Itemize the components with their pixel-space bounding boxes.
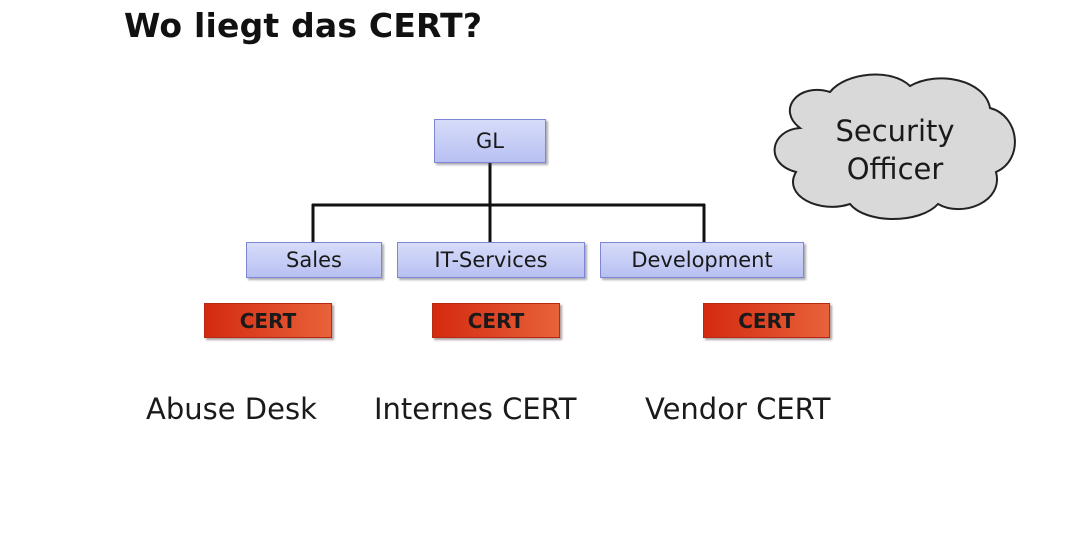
cloud-label-line2: Officer xyxy=(846,152,944,186)
org-box-it-services: IT-Services xyxy=(397,242,585,278)
caption-abuse-desk: Abuse Desk xyxy=(146,392,317,426)
caption-internes-cert: Internes CERT xyxy=(374,392,577,426)
cloud-label: Security Officer xyxy=(800,112,990,188)
slide-title: Wo liegt das CERT? xyxy=(124,6,483,45)
org-box-development: Development xyxy=(600,242,804,278)
org-box-sales-label: Sales xyxy=(286,248,342,272)
org-box-development-label: Development xyxy=(631,248,773,272)
cloud-shape xyxy=(773,73,1016,220)
cert-box-development: CERT xyxy=(703,303,830,338)
caption-vendor-cert: Vendor CERT xyxy=(645,392,831,426)
org-box-sales: Sales xyxy=(246,242,382,278)
org-box-gl-label: GL xyxy=(476,129,504,153)
org-box-it-services-label: IT-Services xyxy=(434,248,548,272)
cert-box-sales: CERT xyxy=(204,303,332,338)
org-box-gl: GL xyxy=(434,119,546,163)
cloud-label-line1: Security xyxy=(835,114,955,148)
cert-box-sales-label: CERT xyxy=(239,308,297,333)
cert-box-it-services: CERT xyxy=(432,303,560,338)
cert-box-development-label: CERT xyxy=(738,308,795,333)
cert-box-it-services-label: CERT xyxy=(467,308,525,333)
